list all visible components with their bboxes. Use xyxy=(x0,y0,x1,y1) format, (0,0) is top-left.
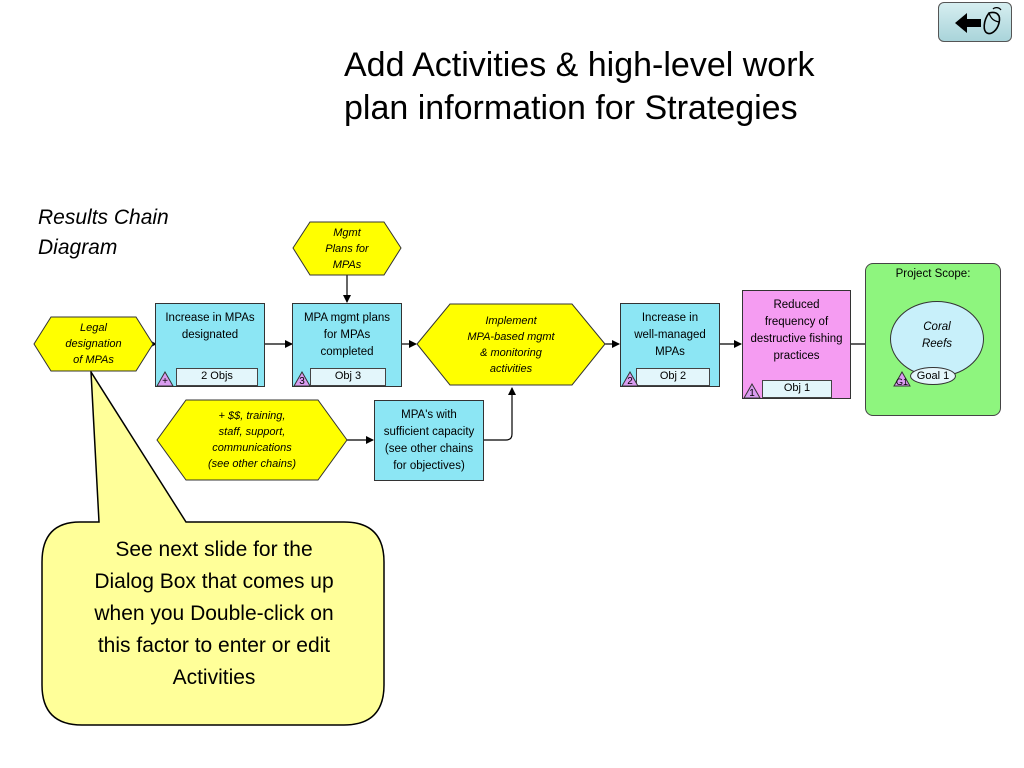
slide-title-line-2: plan information for Strategies xyxy=(344,89,798,127)
objective-tag-increase-mpas: + xyxy=(162,376,168,387)
result-capacity-line-1: MPA's with xyxy=(401,409,457,421)
result-increase-mpas-line-1: Increase in MPAs xyxy=(165,312,255,324)
factor-legal-designation[interactable]: Legal designation of MPAs xyxy=(33,316,154,372)
result-well-managed-line-3: MPAs xyxy=(655,346,685,358)
objective-triangle-icon xyxy=(293,371,311,387)
result-capacity-line-2: sufficient capacity xyxy=(383,426,475,438)
target-line-1: Coral xyxy=(923,321,951,333)
factor-mgmt-line-3: MPAs xyxy=(332,258,362,271)
callout-line-3: when you Double-click on xyxy=(94,602,334,625)
objective-triangle-icon xyxy=(743,383,761,399)
objective-box-reduced[interactable]: Obj 1 xyxy=(762,380,832,398)
diagram-caption-line-2: Diagram xyxy=(38,236,118,259)
factor-mgmt-line-2: Plans for xyxy=(325,242,369,255)
result-increase-mpas-designated[interactable]: Increase in MPAs designated xyxy=(155,303,265,387)
factor-resources-line-3: communications xyxy=(212,442,292,454)
goal-triangle-icon xyxy=(893,371,911,387)
slide-title-line-1: Add Activities & high-level work xyxy=(344,46,815,84)
factor-resources-line-1: + $$, training, xyxy=(218,410,286,422)
factor-resources-line-2: staff, support, xyxy=(218,426,286,438)
objective-tag-well-managed: 2 xyxy=(627,376,633,387)
result-reduced-line-1: Reduced xyxy=(773,299,820,311)
callout-line-5: Activities xyxy=(172,666,256,689)
goal-tag: G1 xyxy=(895,377,908,387)
goal-box[interactable]: Goal 1 xyxy=(910,367,956,385)
project-scope-label: Project Scope: xyxy=(895,268,971,280)
factor-legal-line-1: Legal xyxy=(80,322,107,334)
result-capacity-line-4: for objectives) xyxy=(393,460,465,472)
objective-triangle-icon xyxy=(156,371,174,387)
objective-box-increase-mpas[interactable]: 2 Objs xyxy=(176,368,258,386)
result-reduced-line-2: frequency of xyxy=(764,316,829,328)
callout-line-1: See next slide for the xyxy=(115,538,313,561)
factor-mgmt-plans[interactable]: Mgmt Plans for MPAs xyxy=(292,221,402,276)
factor-resources[interactable]: + $$, training, staff, support, communic… xyxy=(156,399,348,481)
result-mpa-capacity[interactable]: MPA's with sufficient capacity (see othe… xyxy=(374,400,484,481)
callout-line-4: this factor to enter or edit xyxy=(97,634,331,657)
result-well-managed-line-2: well-managed xyxy=(634,329,706,341)
result-reduced-line-4: practices xyxy=(773,350,820,362)
factor-resources-line-4: (see other chains) xyxy=(207,458,297,470)
objective-tag-reduced: 1 xyxy=(749,388,755,399)
target-coral-reefs[interactable]: Coral Reefs xyxy=(890,301,984,377)
objective-box-mpa-plans[interactable]: Obj 3 xyxy=(310,368,386,386)
strategy-implement-line-3: & monitoring xyxy=(480,346,542,359)
diagram-caption: Results Chain Diagram xyxy=(38,203,258,263)
target-line-2: Reefs xyxy=(921,338,953,350)
result-increase-mpas-line-2: designated xyxy=(181,329,239,341)
factor-mgmt-line-1: Mgmt xyxy=(333,226,361,239)
objective-box-well-managed[interactable]: Obj 2 xyxy=(636,368,710,386)
result-mpa-plans-line-2: for MPAs xyxy=(323,329,371,341)
strategy-implement-mpa-mgmt[interactable]: Implement MPA-based mgmt & monitoring ac… xyxy=(416,303,606,386)
link-capacity-to-implement xyxy=(484,387,516,441)
factor-legal-line-2: designation xyxy=(65,338,122,350)
objective-triangle-icon xyxy=(621,371,639,387)
result-reduced-line-3: destructive fishing xyxy=(750,333,843,345)
factor-legal-line-3: of MPAs xyxy=(73,354,114,366)
strategy-implement-line-1: Implement xyxy=(485,314,537,327)
callout-line-2: Dialog Box that comes up xyxy=(94,570,334,593)
strategy-implement-line-4: activities xyxy=(489,362,533,375)
objective-tag-mpa-plans: 3 xyxy=(299,376,305,387)
project-scope-box[interactable]: Project Scope: Coral Reefs xyxy=(865,263,1001,416)
result-mpa-plans-line-1: MPA mgmt plans xyxy=(303,312,391,324)
back-arrow-mouse-icon xyxy=(955,7,1002,35)
back-button[interactable] xyxy=(938,2,1012,42)
result-capacity-line-3: (see other chains xyxy=(384,443,474,455)
result-well-managed-line-1: Increase in xyxy=(641,312,699,324)
slide-title: Add Activities & high-level work plan in… xyxy=(344,44,964,130)
result-mpa-plans-line-3: completed xyxy=(320,346,374,358)
callout-bubble xyxy=(41,369,385,726)
callout-note: See next slide for the Dialog Box that c… xyxy=(44,534,384,694)
diagram-caption-line-1: Results Chain xyxy=(38,206,169,229)
strategy-implement-line-2: MPA-based mgmt xyxy=(467,330,555,343)
